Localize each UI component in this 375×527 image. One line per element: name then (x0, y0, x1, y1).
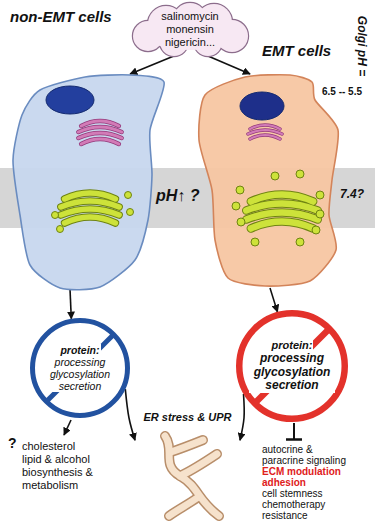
inhibition-line (293, 423, 295, 439)
circle-heading: protein: (59, 344, 100, 356)
golgi-cisterna-edge (81, 139, 119, 144)
golgi-cisterna-edge (65, 217, 116, 223)
cloud-lobe (133, 21, 163, 51)
cell-shape: non-EMT cells (10, 74, 168, 290)
outcome-text: cell stemness (262, 488, 354, 499)
flow-arrow (240, 394, 244, 440)
node-outline (10, 74, 168, 290)
golgi-vesicle (316, 191, 324, 199)
outcome-highlight: ECM modulation adhesion (262, 466, 354, 488)
outcome-text: cholesterol lipid & alcohol biosynthesis… (22, 440, 96, 492)
outcome-text: chemotherapy resistance (262, 499, 354, 521)
golgi-cisterna (61, 201, 119, 207)
flow-arrow (70, 290, 71, 319)
golgi-cisterna (61, 209, 119, 215)
cell-outline (13, 75, 164, 290)
golgi-trans (246, 195, 317, 229)
flow-arrow (130, 56, 174, 74)
golgi-vesicle (236, 186, 244, 194)
er-tubule (165, 436, 219, 516)
leader-arrow (64, 420, 71, 435)
prohibition-ring (239, 313, 345, 419)
golgi-cisterna (81, 121, 119, 126)
node-outline (195, 74, 345, 288)
golgi-cisterna (81, 139, 119, 144)
circle-body: processing glycosylation secretion (249, 352, 335, 393)
prohibition-ring (33, 321, 128, 416)
er-label: ER stress & UPR (135, 411, 240, 424)
question-mark: ? (8, 435, 17, 451)
golgi-vesicle (232, 202, 240, 210)
er-tubule-edge (165, 436, 219, 516)
cell-heading: non-EMT cells (10, 8, 112, 25)
golgi-cisterna-edge (250, 135, 280, 139)
golgi-vesicle (271, 172, 279, 180)
cloud-shape (133, 3, 248, 56)
cell-shape: EMT cells (195, 74, 345, 288)
golgi-cis (78, 121, 121, 144)
golgi-cisterna (78, 133, 121, 138)
inhibition-bar (286, 438, 302, 441)
er-node: ER stress & UPR (135, 410, 240, 522)
golgi-vesicle (312, 226, 320, 234)
flow-arrow (208, 56, 250, 74)
cell-heading: EMT cells (262, 42, 331, 59)
golgi-cisterna (78, 127, 121, 132)
golgi-vesicle (296, 170, 304, 178)
golgi-cisterna (250, 135, 280, 139)
golgi-vesicle (125, 192, 132, 199)
node-outline (135, 410, 240, 522)
golgi-cisterna (65, 193, 116, 199)
band-label: pH↑ ? (156, 187, 200, 205)
er-tubule (169, 498, 197, 516)
golgi-vesicle (316, 210, 324, 218)
golgi-trans (61, 193, 119, 223)
axis-title: Golgi pH = (355, 16, 369, 76)
cell-outline (199, 75, 339, 286)
ph-range: 6.5 -- 5.5 (322, 86, 362, 97)
golgi-cisterna (250, 125, 280, 129)
circle-heading: protein: (271, 339, 314, 352)
ph-band (0, 168, 375, 228)
golgi-cisterna (248, 130, 282, 134)
drug-names: salinomycin monensin nigericin... (154, 10, 226, 49)
golgi-vesicle (237, 218, 245, 226)
cell-nucleus (240, 92, 284, 120)
golgi-cisterna-edge (251, 222, 313, 229)
golgi-vesicle (57, 226, 64, 233)
golgi-cisterna (65, 217, 116, 223)
golgi-cisterna (251, 222, 313, 229)
flow-arrow (125, 389, 135, 440)
er-illustration (165, 436, 219, 516)
er-tubule-edge (180, 454, 217, 476)
ph-value: 7.4? (340, 187, 364, 201)
golgi-vesicle (127, 209, 134, 216)
golgi-vesicle (52, 212, 59, 219)
golgi-vesicle (296, 238, 304, 246)
cell-nucleus (46, 86, 94, 114)
er-tubule (180, 454, 217, 476)
flow-arrow (270, 288, 278, 312)
golgi-cis (248, 125, 282, 139)
circle-body: processing glycosylation secretion (44, 356, 116, 392)
er-tubule (171, 440, 203, 452)
cloud-fill (133, 21, 163, 51)
er-tubule-edge (171, 440, 203, 452)
drug-cloud: salinomycin monensin nigericin... (128, 2, 252, 56)
blocked-process-circle: protein:processing glycosylation secreti… (30, 318, 130, 418)
outcome-text: autocrine & paracrine signaling (262, 444, 354, 466)
er-tubule-edge (169, 498, 197, 516)
golgi-vesicle (251, 238, 259, 246)
blocked-process-circle: protein:processing glycosylation secreti… (236, 310, 348, 422)
